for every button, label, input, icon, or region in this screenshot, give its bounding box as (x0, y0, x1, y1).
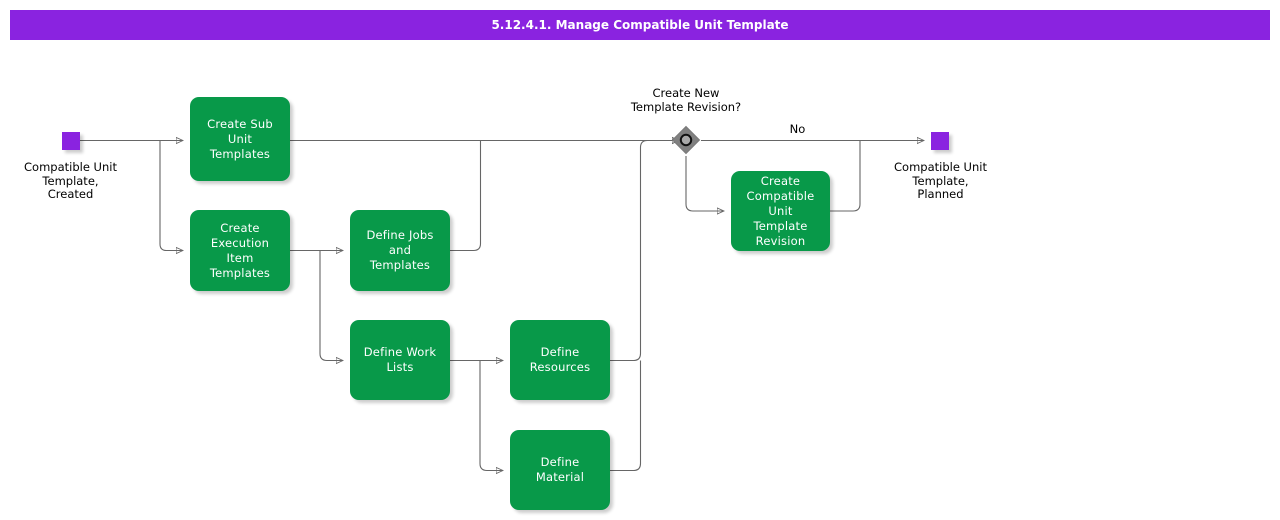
inclusive-gateway[interactable] (671, 125, 701, 155)
task-create-sub-unit-templates[interactable]: Create Sub Unit Templates (190, 97, 290, 181)
start-event[interactable] (62, 132, 80, 150)
inclusive-gateway-icon (671, 125, 701, 155)
task-label: Define Jobs and Templates (366, 228, 434, 272)
edge-split-to-create-exec-item (159, 140, 183, 251)
edge-define-jobs-to-main-line (450, 140, 482, 252)
task-define-resources[interactable]: Define Resources (510, 320, 610, 400)
task-define-work-lists[interactable]: Define Work Lists (350, 320, 450, 400)
task-label: Create Compatible Unit Template Revision (746, 173, 815, 248)
edge-label-no: No (789, 122, 806, 136)
task-define-material[interactable]: Define Material (510, 430, 610, 510)
page-title-bar: 5.12.4.1. Manage Compatible Unit Templat… (10, 10, 1270, 40)
edge-define-resources-to-gateway (610, 141, 679, 362)
task-label: Define Resources (529, 345, 591, 374)
task-label: Create Sub Unit Templates (207, 116, 273, 161)
task-label: Create Execution Item Templates (209, 220, 271, 280)
page-title: 5.12.4.1. Manage Compatible Unit Templat… (491, 18, 789, 32)
task-label: Define Work Lists (363, 345, 437, 374)
end-event[interactable] (931, 132, 949, 150)
edge-create-exec-item-to-define-work-lists (319, 250, 343, 361)
edge-define-material-to-riser (610, 360, 642, 472)
gateway-label: Create New Template Revision? (630, 86, 742, 114)
task-label: Define Material (535, 455, 585, 484)
edge-create-revision-to-main-line (830, 140, 861, 212)
task-create-compatible-unit-template-revision[interactable]: Create Compatible Unit Template Revision (731, 171, 830, 251)
edge-gateway-yes-to-create-revision (685, 156, 724, 211)
start-event-label: Compatible Unit Template, Created (24, 160, 117, 201)
edge-define-work-lists-to-define-material (479, 360, 503, 471)
end-event-label: Compatible Unit Template, Planned (894, 160, 987, 201)
task-define-jobs-and-templates[interactable]: Define Jobs and Templates (350, 210, 450, 291)
task-create-execution-item-templates[interactable]: Create Execution Item Templates (190, 210, 290, 291)
